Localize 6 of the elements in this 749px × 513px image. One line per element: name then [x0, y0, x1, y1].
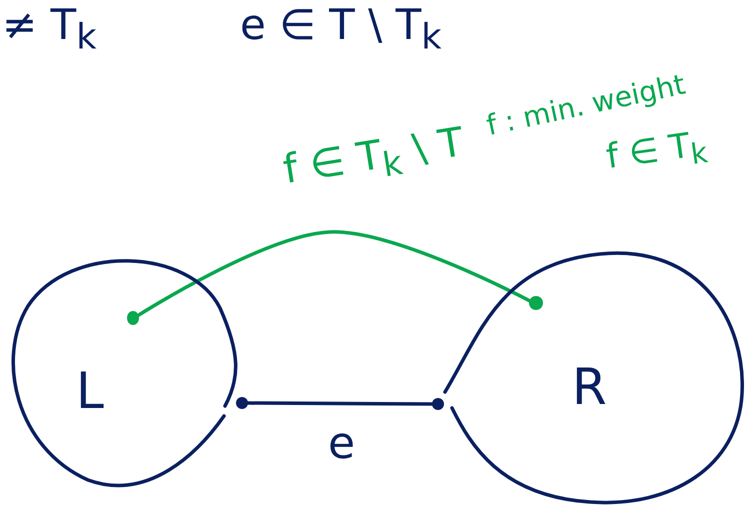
region-label: R [572, 362, 607, 412]
edge-line [246, 401, 434, 406]
math-annotation: e ∈ T \ T$_{k}$ [240, 4, 442, 56]
region-label: L [76, 366, 104, 416]
math-annotation: ≠ T$_{k}$ [2, 4, 96, 56]
edge-line [136, 230, 532, 317]
